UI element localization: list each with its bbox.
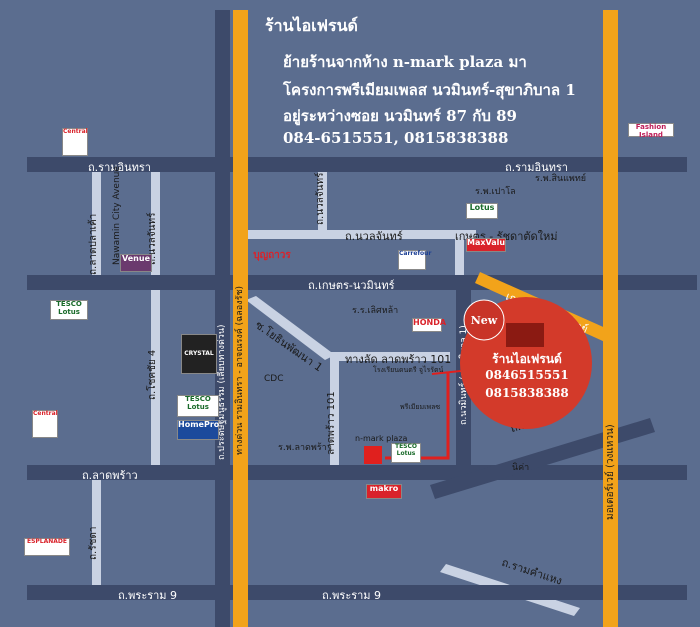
road-rama9 [27, 585, 687, 600]
lotus-top-logo: Lotus [466, 203, 498, 219]
central-top-logo: Central [62, 128, 88, 156]
label-cdc: CDC [264, 374, 284, 384]
header-line-1: ย้ายร้านจากห้าง n-mark plaza มา [283, 53, 527, 71]
label-ramintra-left: ถ.รามอินทรา [88, 161, 151, 174]
label-cinema: โรงเรียนดนตรี จูไรรัตน์ [373, 366, 444, 374]
label-hospital-synphaet: ร.พ.สินแพทย์ [535, 174, 587, 184]
new-badge: New [470, 314, 498, 327]
label-nawaluchan: ถ.นวลจันทร์ [345, 230, 403, 243]
honda-logo: HONDA [412, 318, 446, 332]
central-bottom-logo: Central [32, 410, 58, 438]
road-kaset-ritchakadi-stub [455, 230, 464, 275]
tesco-mid-logo: TESCO Lotus [177, 395, 219, 417]
header-line-2: โครงการพรีเมียมเพลส นวมินทร์-สุขาภิบาล 1 [283, 81, 576, 99]
new-badge-circle [463, 299, 505, 341]
road-ratchada [92, 475, 101, 585]
expressway-motorway-v [603, 10, 618, 627]
road-nuanchan-v [151, 170, 160, 275]
road-serithai [430, 418, 655, 499]
fashion-island-logo: Fashion Island [628, 123, 674, 139]
maxvalu-logo: MaxValu [466, 238, 506, 252]
road-lapdao [92, 170, 101, 275]
label-latphrao-left: ถ.ลาดพร้าว [82, 469, 138, 482]
label-latphrao101: ทางลัด ลาดพร้าว 101 [345, 353, 452, 366]
road-nawaluchan [246, 230, 476, 239]
callout-phone-2: 0815838388 [485, 386, 569, 400]
label-nmark: n-mark plaza [355, 434, 408, 443]
label-ramintra-right: ถ.รามอินทรา [505, 161, 568, 174]
carrefour-logo: Carrefour [398, 250, 431, 270]
road-chokchai4 [151, 290, 160, 465]
road-latphrao101-h [330, 352, 450, 361]
esplanade-logo: ESPLANADE [24, 538, 70, 556]
homepro-logo: HomePro [177, 420, 219, 440]
road-nawaluchan-v [318, 170, 327, 235]
shop-name-header: ร้านไอเฟรนด์ [265, 16, 358, 35]
expressway-chalong-rat [233, 10, 248, 627]
label-hospital-paolo: ร.พ.เปาโล [475, 187, 516, 197]
road-soi-yothin [246, 296, 335, 360]
label-hospital-latphrao: ร.พ.ลาดพร้าว [278, 443, 332, 453]
venue-logo: Venue [120, 254, 152, 272]
label-premium-place: พรีเมียมเพลซ [400, 403, 441, 411]
label-kaset-nawamin: ถ.เกษตร-นวมินทร์ [308, 279, 395, 292]
shop-photo [506, 323, 544, 347]
tesco-left-logo: TESCO Lotus [50, 300, 88, 320]
callout-phone-1: 0846515551 [485, 368, 569, 382]
header-phones: 084-6515551, 0815838388 [283, 129, 509, 147]
road-latphrao101-v [330, 352, 339, 467]
road-kaset-nawamin [27, 275, 697, 290]
header-line-3: อยู่ระหว่างซอย นวมินทร์ 87 กับ 89 [283, 107, 517, 125]
label-nikha: นิค่า [512, 463, 530, 473]
road-ramintra [27, 157, 687, 172]
nmark-marker [364, 446, 382, 464]
label-rama9-right: ถ.พระราม 9 [322, 589, 382, 602]
makro-logo: makro [366, 484, 402, 499]
label-rama9: ถ.พระราม 9 [118, 589, 178, 602]
callout-shop-name: ร้านไอเฟรนด์ [492, 352, 562, 366]
label-sch-lertlah: ร.ร.เลิศหล้า [352, 306, 399, 316]
crystal-logo: CRYSTAL [181, 334, 217, 374]
road-pradit-manutham [215, 10, 230, 627]
tesco-bottom-logo: TESCO Lotus [391, 443, 421, 463]
bunkan-logo: บุญถาวร [253, 250, 291, 261]
